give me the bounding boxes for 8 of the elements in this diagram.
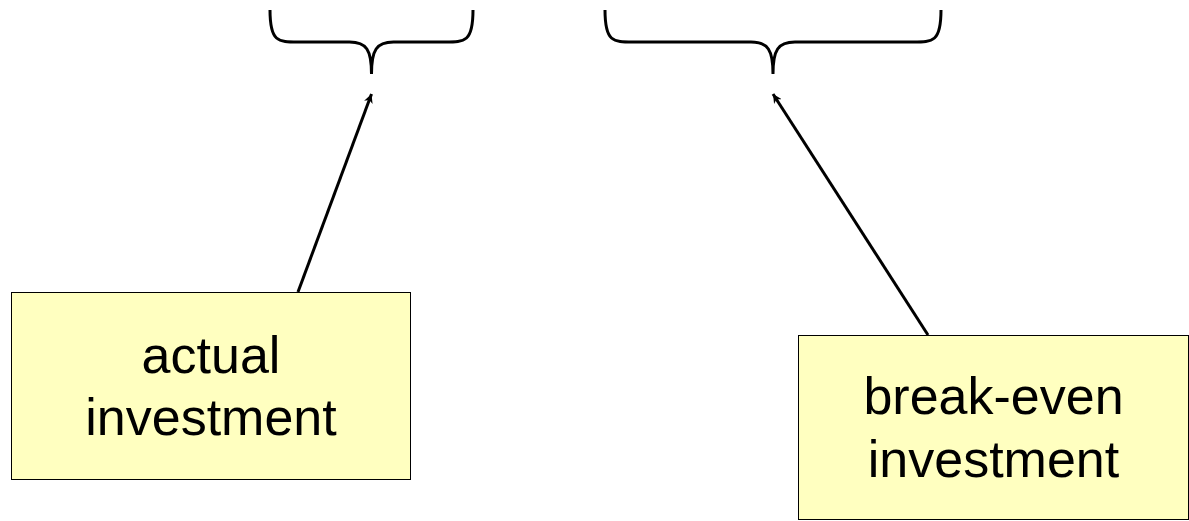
leader-arrow <box>771 93 930 336</box>
callout-box <box>11 292 411 480</box>
callout-text: actual investment <box>84 324 338 448</box>
leader-arrow <box>296 93 373 293</box>
curly-brace <box>268 8 475 76</box>
callout-box <box>798 335 1189 520</box>
curly-brace <box>603 8 943 76</box>
callout-text: break-even investment <box>862 366 1125 490</box>
